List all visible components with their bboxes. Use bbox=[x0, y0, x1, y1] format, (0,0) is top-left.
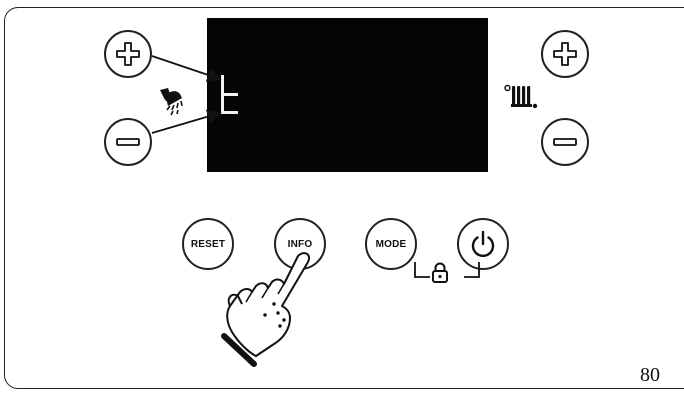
page-number: 80 bbox=[640, 364, 660, 387]
minus-icon bbox=[552, 136, 578, 148]
lcd-display bbox=[207, 18, 488, 172]
plus-icon bbox=[115, 41, 141, 67]
power-icon bbox=[468, 229, 498, 259]
mode-button[interactable]: MODE bbox=[365, 218, 417, 270]
heating-plus-button[interactable] bbox=[541, 30, 589, 78]
padlock-icon bbox=[431, 262, 449, 284]
pointing-hand-icon bbox=[212, 242, 322, 372]
radiator-icon bbox=[504, 84, 542, 110]
plus-icon bbox=[552, 41, 578, 67]
shower-tap-icon bbox=[156, 84, 190, 118]
minus-icon bbox=[115, 136, 141, 148]
heating-minus-button[interactable] bbox=[541, 118, 589, 166]
mode-button-label: MODE bbox=[376, 239, 407, 250]
